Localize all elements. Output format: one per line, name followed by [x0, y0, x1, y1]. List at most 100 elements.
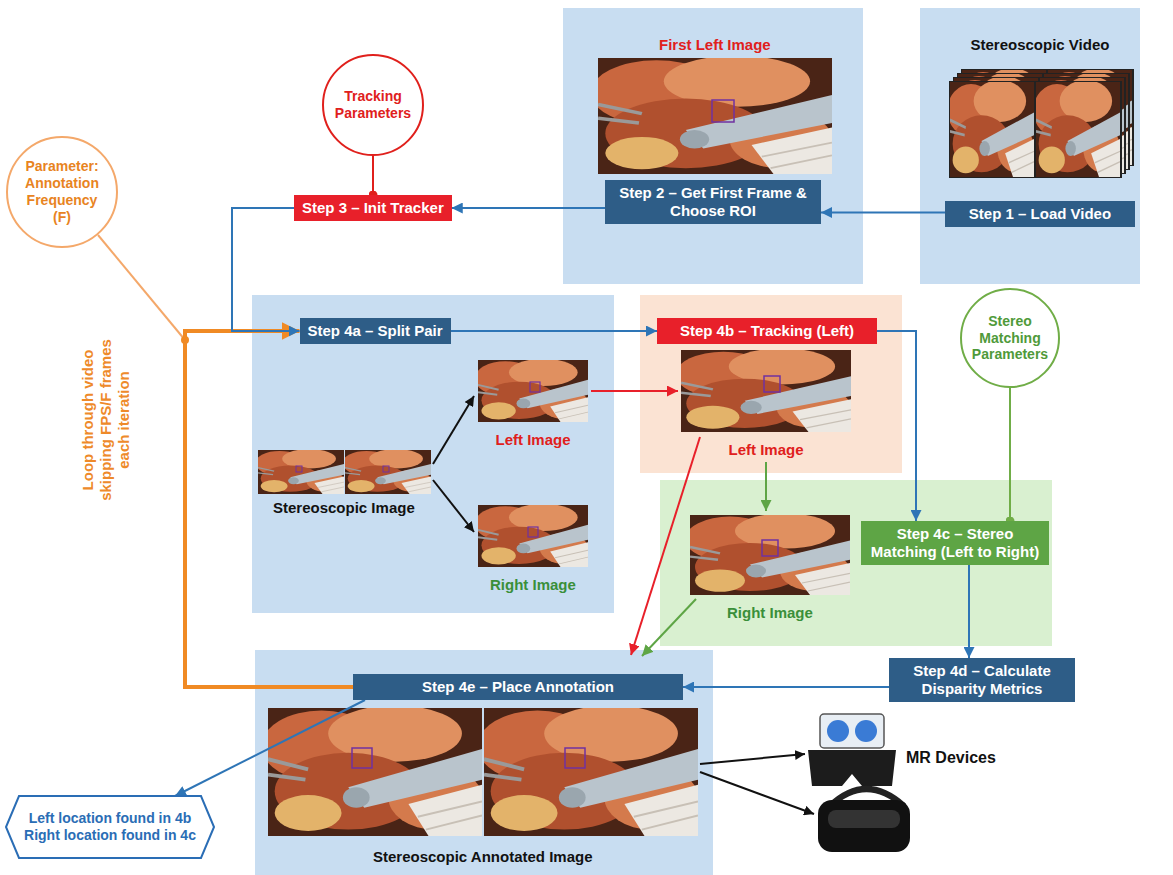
step-panel: First Left ImageStep 2 – Get First Frame… — [563, 8, 863, 284]
step-panel: Stereoscopic Annotated Image Step 4e – Pl… — [255, 650, 713, 875]
flow-arrow — [452, 207, 605, 209]
step-label: Step 3 – Init Tracker — [302, 199, 444, 217]
step-label: Step 4d – Calculate Disparity Metrics — [897, 662, 1067, 698]
panel-caption: Right Image — [490, 576, 576, 594]
device-label: MR Devices — [906, 748, 996, 767]
panel-caption: Left Image — [496, 431, 571, 449]
step-panel: Stereoscopic VideoStep 1 – Load Video — [920, 8, 1140, 284]
illustration-part — [255, 449, 344, 494]
process-box: Step 4c – Stereo Matching (Left to Right… — [861, 521, 1049, 565]
illustration-part — [475, 359, 588, 422]
illustration-part — [591, 390, 678, 392]
illustration-part — [98, 235, 185, 340]
step-label: Step 4b – Tracking (Left) — [665, 322, 869, 340]
illustration-part — [528, 527, 538, 537]
parameter-label: Tracking Parameters — [328, 88, 418, 122]
illustration-part — [820, 714, 884, 748]
illustration-part — [762, 540, 778, 556]
process-box: Step 1 – Load Video — [945, 201, 1135, 227]
illustration-part — [530, 382, 540, 392]
illustration-part — [808, 750, 896, 786]
step-label: Step 1 – Load Video — [953, 205, 1127, 223]
illustration-part — [828, 810, 900, 828]
vr-headset-icon — [818, 789, 910, 852]
caption-anchor: Right Image — [490, 576, 576, 594]
caption-anchor: Stereoscopic Annotated Image — [373, 848, 593, 866]
label-anchor: MR Devices — [906, 748, 996, 767]
panel-caption: Stereoscopic Image — [273, 499, 415, 517]
flow-arrow — [372, 156, 374, 195]
edge-label-anchor: Loop through video skipping FPS/F frames… — [78, 333, 132, 508]
callout-box: Left location found in 4b Right location… — [5, 795, 215, 859]
panel-fills — [252, 8, 1140, 875]
illustration-part — [296, 466, 302, 472]
illustration-part — [818, 800, 910, 852]
frequency-leader — [98, 235, 189, 344]
flow-arrow — [877, 331, 916, 521]
illustration-part — [433, 480, 474, 532]
step-panel: Left ImageStereoscopic ImageRight Image S… — [252, 295, 614, 613]
illustration-part — [827, 720, 849, 742]
step-panel: Right Image Step 4c – Stereo Matching (Le… — [660, 480, 1052, 646]
illustration-part — [342, 449, 431, 494]
parameter-label: Parameter: Annotation Frequency (F) — [19, 158, 105, 225]
illustration-part — [1033, 80, 1120, 177]
panel-fill — [920, 8, 1140, 284]
illustration-part — [631, 437, 700, 655]
illustration-part — [764, 376, 780, 392]
callout-shape — [6, 796, 214, 858]
flow-arrow — [451, 330, 657, 332]
illustration-part — [642, 599, 696, 656]
illustration-part — [565, 748, 585, 768]
flow-arrow — [175, 700, 365, 796]
step-panel: Left Image Step 4b – Tracking (Left) — [640, 295, 902, 473]
illustration-part — [700, 754, 805, 764]
illustration-part — [855, 720, 877, 742]
panel-fill — [640, 295, 902, 473]
caption-anchor: Stereoscopic Image — [273, 499, 415, 517]
split-pair-images — [255, 359, 588, 567]
illustration-part — [383, 466, 389, 472]
illustration-part — [433, 396, 474, 464]
loop-label: Loop through video skipping FPS/F frames… — [78, 333, 132, 508]
panel-caption: Stereoscopic Annotated Image — [373, 848, 593, 866]
panel-caption: First Left Image — [659, 36, 771, 54]
annotated-images — [261, 705, 814, 836]
step-label: Step 4a – Split Pair — [308, 322, 443, 340]
panel-fill — [660, 480, 1052, 646]
panel-fill — [563, 8, 863, 284]
panel-fill — [255, 650, 713, 875]
flow-arrow — [821, 212, 945, 214]
caption-anchor: Left Image — [496, 431, 571, 449]
panel-caption: Left Image — [729, 441, 804, 459]
illustration-part — [765, 462, 767, 511]
illustration-part — [685, 513, 850, 595]
parameter-circle: Stereo Matching Parameters — [960, 288, 1060, 388]
illustration-part — [477, 705, 698, 836]
caption-anchor: First Left Image — [659, 36, 771, 54]
illustration-part — [261, 705, 482, 836]
flow-arrow — [683, 686, 889, 688]
process-box: Step 2 – Get First Frame & Choose ROI — [605, 180, 821, 224]
callout-text: Left location found in 4b Right location… — [20, 810, 200, 845]
caption-anchor: Right Image — [727, 604, 813, 622]
panel-fill — [252, 295, 614, 613]
illustration-part — [676, 348, 851, 432]
cardboard-viewer-icon — [808, 714, 896, 786]
panel-caption: Stereoscopic Video — [971, 36, 1110, 54]
process-box: Step 4b – Tracking (Left) — [657, 318, 877, 344]
flow-arrow — [1009, 388, 1011, 521]
tracking-images — [591, 348, 851, 656]
illustration-part — [700, 772, 814, 814]
process-box: Step 3 – Init Tracker — [294, 195, 452, 221]
panel-caption: Right Image — [727, 604, 813, 622]
parameter-label: Stereo Matching Parameters — [967, 313, 1053, 363]
illustration-part — [591, 56, 832, 174]
process-box: Step 4a – Split Pair — [300, 318, 451, 344]
parameter-circle: Parameter: Annotation Frequency (F) — [6, 136, 118, 248]
step-label: Step 4e – Place Annotation — [361, 678, 675, 696]
